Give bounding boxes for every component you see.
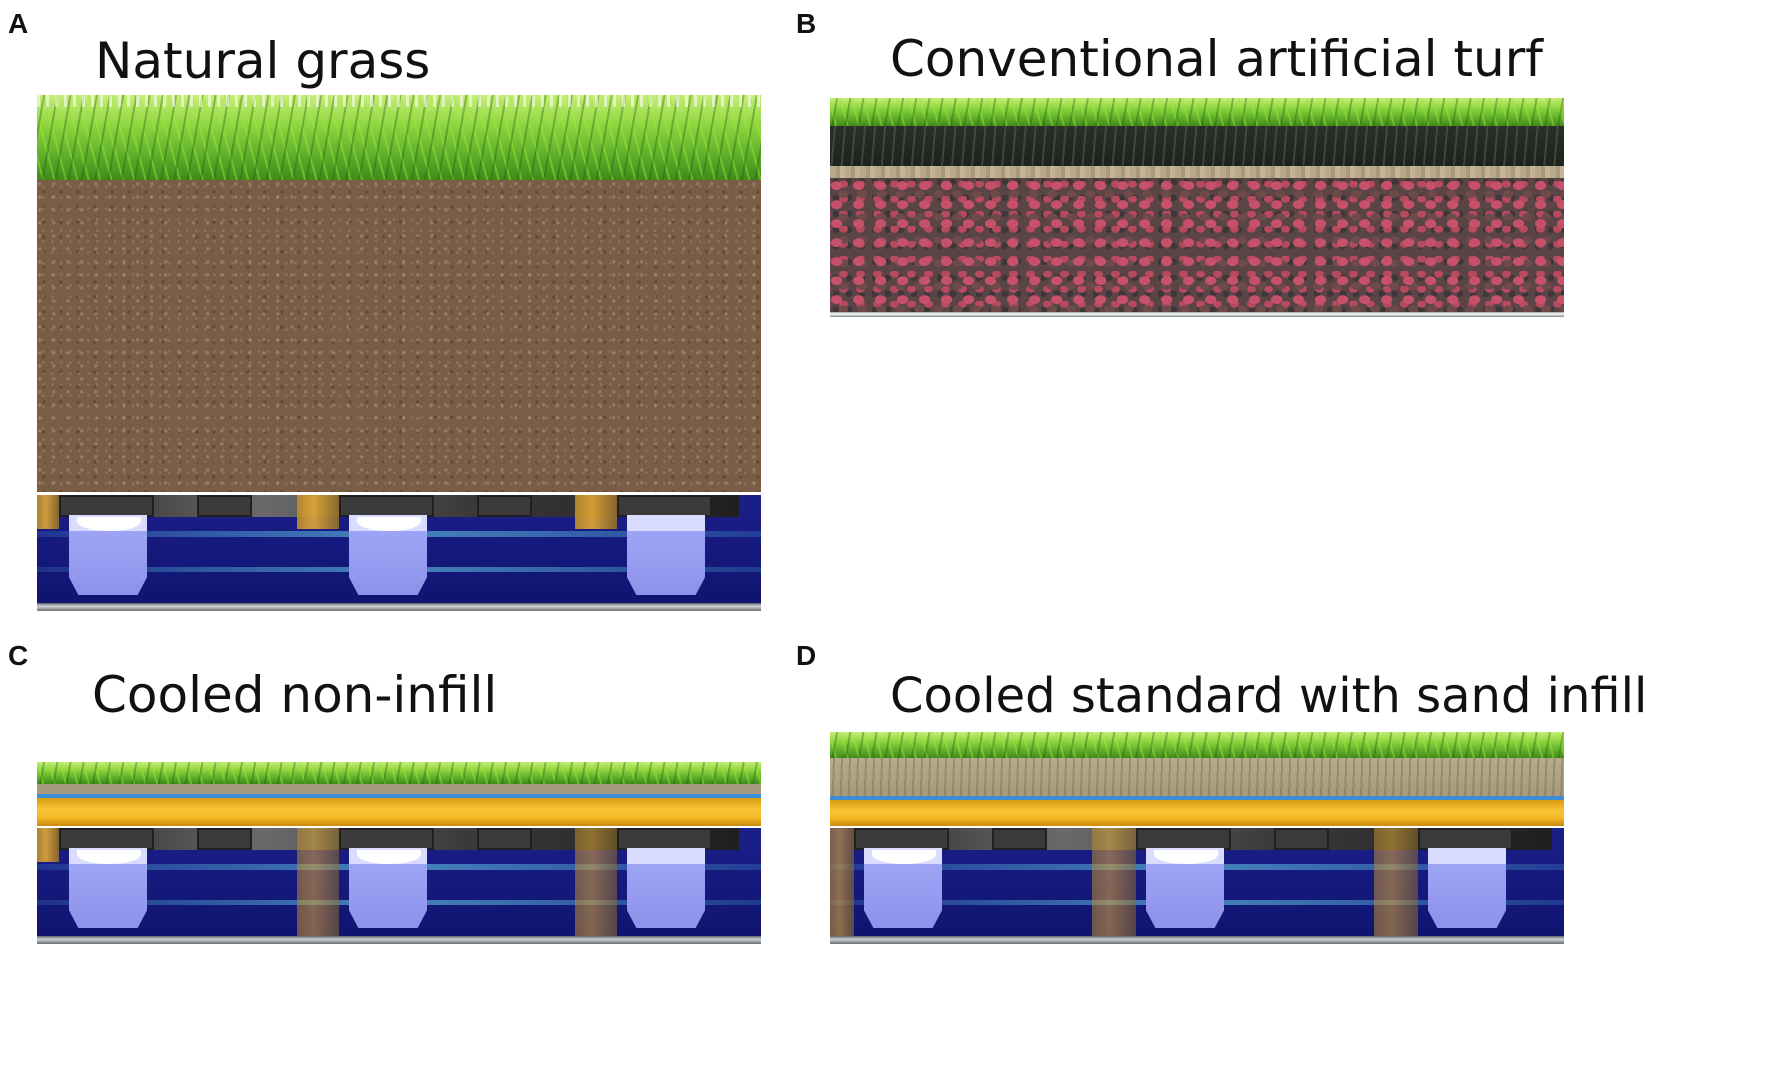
panel-title: Natural grass — [95, 32, 431, 90]
cell-cap — [59, 828, 154, 850]
panel-title: Cooled non-infill — [92, 666, 498, 724]
water-foam — [357, 517, 421, 531]
panel-letter: C — [8, 640, 29, 671]
water-foam — [357, 850, 421, 864]
support-pillar — [1092, 828, 1136, 936]
grass-layer — [37, 95, 761, 180]
cell-cap — [617, 495, 712, 517]
water-foam — [1154, 850, 1218, 864]
cell-cap — [197, 828, 252, 850]
support-pillar — [575, 495, 617, 529]
water-cup — [1428, 848, 1506, 928]
grass-layer — [830, 98, 1564, 126]
soil-layer — [37, 180, 761, 492]
support-pillar — [830, 828, 854, 936]
yellow-layer — [830, 800, 1564, 826]
cell-cap — [477, 828, 532, 850]
sand-layer — [830, 166, 1564, 178]
rubber-infill-layer — [830, 178, 1564, 312]
base-rail — [830, 936, 1564, 944]
cell-cap — [617, 828, 712, 850]
support-pillar — [37, 828, 59, 862]
cell-cap — [854, 828, 949, 850]
cell-cap — [1274, 828, 1329, 850]
membrane-line — [830, 796, 1564, 800]
panel-b: B Conventional artificial turf — [796, 0, 1772, 640]
cell-cap — [477, 495, 532, 517]
yellow-layer — [37, 798, 761, 826]
base-line — [830, 312, 1564, 317]
cooling-module — [830, 828, 1564, 936]
panel-letter: B — [796, 8, 817, 39]
grass-layer — [830, 732, 1564, 758]
panel-title: Cooled standard with sand infill — [890, 668, 1648, 724]
cooled-non-infill-cross-section — [37, 762, 761, 946]
cell-cap — [59, 495, 154, 517]
base-rail — [37, 936, 761, 944]
water-foam — [77, 850, 141, 864]
panel-c: C Cooled non-infill — [0, 630, 886, 1075]
water-cup — [627, 515, 705, 595]
grass-layer — [37, 762, 761, 784]
turf-fiber-layer — [830, 126, 1564, 166]
sand-infill-layer — [830, 758, 1564, 796]
cooled-sand-infill-cross-section — [830, 732, 1564, 946]
panel-a: A Natural grass — [0, 0, 886, 700]
panel-letter: D — [796, 640, 817, 671]
grass-tips — [37, 95, 761, 107]
support-pillar — [575, 828, 617, 936]
base-rail — [37, 603, 761, 611]
cell-cap — [1136, 828, 1231, 850]
support-pillar — [297, 495, 339, 529]
artificial-turf-cross-section — [830, 98, 1564, 320]
water-cup — [627, 848, 705, 928]
water-foam — [77, 517, 141, 531]
cell-cap — [339, 495, 434, 517]
cell-cap — [339, 828, 434, 850]
cell-cap — [1418, 828, 1513, 850]
panel-letter: A — [8, 8, 29, 39]
membrane-line — [37, 794, 761, 798]
cell-cap — [992, 828, 1047, 850]
support-pillar — [37, 495, 59, 529]
cooling-module — [37, 828, 761, 936]
natural-grass-cross-section — [37, 95, 761, 617]
cell-cap — [197, 495, 252, 517]
panel-d: D Cooled standard with sand infill — [796, 630, 1772, 1075]
panel-title: Conventional artificial turf — [890, 30, 1543, 88]
support-pillar — [1374, 828, 1418, 936]
cooling-module — [37, 495, 761, 603]
water-foam — [872, 850, 936, 864]
backing-layer — [37, 784, 761, 794]
support-pillar — [297, 828, 339, 936]
